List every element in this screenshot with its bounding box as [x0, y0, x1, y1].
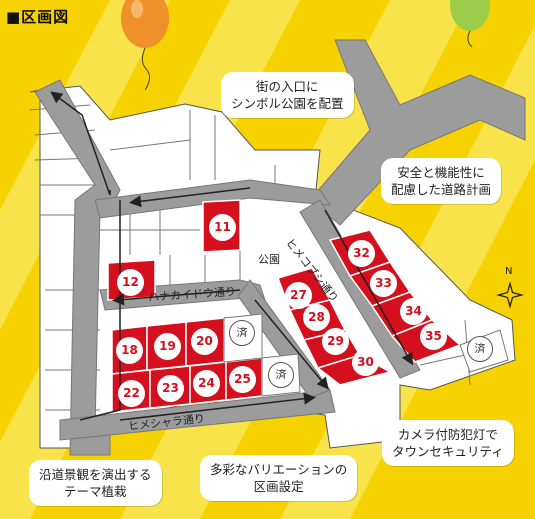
callout-variation-line2: 区画設定	[253, 479, 304, 494]
route-arrows	[50, 91, 413, 421]
callout-safety-line2: 配慮した道路計画	[391, 182, 492, 197]
lot-number-25: 25	[229, 366, 256, 393]
lot-number-20: 20	[191, 328, 218, 355]
compass-north-label: N	[505, 266, 513, 277]
callout-camera-line2: タウンセキュリティ	[392, 444, 504, 459]
callout-camera: カメラ付防犯灯で タウンセキュリティ	[382, 420, 514, 466]
lot-number-19: 19	[154, 333, 181, 360]
sold-mark-2: 済	[268, 362, 294, 388]
lot-number-24: 24	[193, 370, 220, 397]
sold-mark-3: 済	[467, 336, 493, 362]
callout-safety: 安全と機能性に 配慮した道路計画	[381, 158, 502, 204]
arrow-himekobushi	[324, 209, 413, 366]
lot-number-12: 12	[117, 269, 144, 296]
lot-number-27: 27	[285, 282, 312, 309]
callout-safety-line1: 安全と機能性に	[397, 165, 485, 180]
arrow-left-down	[79, 200, 121, 421]
lot-number-30: 30	[352, 349, 379, 376]
callout-variation-line1: 多彩なバリエーションの	[210, 462, 348, 477]
sold-mark-1: 済	[229, 320, 255, 346]
callout-entrance-line2: シンボル公園を配置	[231, 96, 344, 111]
callout-entrance: 街の入口に シンボル公園を配置	[221, 72, 354, 118]
lot-number-22: 22	[118, 380, 145, 407]
arrow-left-loop	[50, 91, 111, 196]
callout-landscape-line2: テーマ植栽	[64, 484, 127, 499]
lot-number-28: 28	[303, 304, 330, 331]
arrow-hanakaido	[112, 289, 241, 306]
callout-entrance-line1: 街の入口に	[256, 79, 319, 94]
lot-number-18: 18	[116, 337, 143, 364]
park-label: 公園	[258, 253, 280, 266]
page-title: ■区画図	[6, 8, 70, 26]
lot-number-23: 23	[157, 375, 184, 402]
arrow-himeshara	[119, 392, 316, 421]
green-balloon	[450, 0, 490, 48]
lot-number-32: 32	[348, 240, 375, 267]
orange-balloon	[121, 0, 169, 91]
arrow-top	[129, 187, 251, 208]
callout-variation: 多彩なバリエーションの 区画設定	[200, 455, 358, 501]
lot-number-34: 34	[400, 298, 427, 325]
callout-camera-line1: カメラ付防犯灯で	[397, 427, 498, 442]
arrow-right-lower	[254, 299, 329, 390]
compass-icon	[496, 281, 524, 309]
lot-number-11: 11	[209, 214, 236, 241]
callout-landscape: 沿道景観を演出する テーマ植栽	[29, 460, 162, 506]
lot-number-35: 35	[420, 323, 447, 350]
lot-number-29: 29	[322, 328, 349, 355]
lot-number-33: 33	[370, 270, 397, 297]
callout-landscape-line1: 沿道景観を演出する	[39, 467, 152, 482]
